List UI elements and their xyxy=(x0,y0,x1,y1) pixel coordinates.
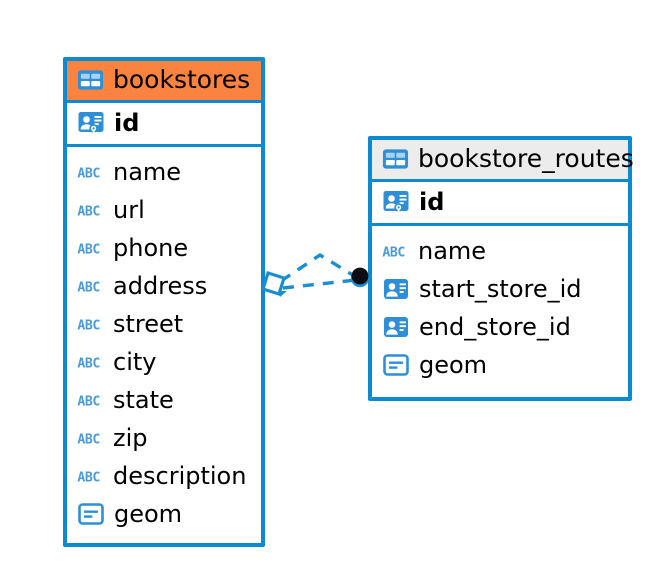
field-row-bookstores-zip[interactable]: ABC zip xyxy=(67,419,261,457)
geometry-icon xyxy=(383,354,409,377)
abc-text-icon: ABC xyxy=(77,205,100,220)
field-row-bookstores-street[interactable]: ABC street xyxy=(67,305,261,343)
entity-header-bookstore-routes[interactable]: bookstore_routes xyxy=(372,140,634,180)
field-row-bookstores-name[interactable]: ABC name xyxy=(67,153,261,191)
svg-text:ABC: ABC xyxy=(77,357,100,372)
abc-text-icon: ABC xyxy=(77,433,100,448)
svg-text:ABC: ABC xyxy=(77,319,100,334)
filled-circle-marker xyxy=(350,267,370,288)
field-row-bookstores-city[interactable]: ABC city xyxy=(67,343,261,381)
field-label-bookstores-id: id xyxy=(114,109,140,138)
field-row-bookstores-phone[interactable]: ABC phone xyxy=(67,229,261,267)
abc-text-icon: ABC xyxy=(77,243,100,258)
field-row-bookstores-address[interactable]: ABC address xyxy=(67,267,261,305)
field-label-bookstore-routes-id: id xyxy=(419,188,445,217)
abc-text-icon: ABC xyxy=(77,357,100,372)
field-list-bookstore-routes: ABC name start_store_id xyxy=(372,226,628,388)
abc-text-icon: ABC xyxy=(77,281,100,296)
field-row-bookstore-routes-geom[interactable]: geom xyxy=(372,346,628,384)
field-row-bookstores-state[interactable]: ABC state xyxy=(67,381,261,419)
field-row-bookstores-geom[interactable]: geom xyxy=(67,495,261,533)
field-list-bookstores: ABC name ABC url ABC phone ABC xyxy=(67,147,261,537)
relationship-line-upper xyxy=(280,252,357,283)
entity-bookstore-routes[interactable]: bookstore_routes id ABC xyxy=(368,136,634,401)
entity-bookstores[interactable]: bookstores id ABC xyxy=(63,57,265,547)
svg-text:ABC: ABC xyxy=(77,243,100,258)
field-label-bookstores-city: city xyxy=(113,348,157,377)
table-icon xyxy=(77,70,104,90)
field-label-bookstores-phone: phone xyxy=(113,234,189,263)
field-label-bookstores-geom: geom xyxy=(114,500,183,529)
field-label-bookstores-url: url xyxy=(113,196,145,225)
svg-text:ABC: ABC xyxy=(77,205,100,220)
table-icon xyxy=(382,149,409,169)
svg-text:ABC: ABC xyxy=(77,395,100,410)
field-label-bookstore-routes-name: name xyxy=(418,237,487,266)
field-row-bookstores-url[interactable]: ABC url xyxy=(67,191,261,229)
svg-text:ABC: ABC xyxy=(77,433,100,448)
field-row-bookstore-routes-name[interactable]: ABC name xyxy=(372,232,628,270)
field-label-bookstore-routes-start-store-id: start_store_id xyxy=(419,275,582,304)
field-row-bookstore-routes-end-store-id[interactable]: end_store_id xyxy=(372,308,628,346)
abc-text-icon: ABC xyxy=(77,167,100,182)
primary-key-icon xyxy=(78,112,104,136)
field-row-bookstore-routes-id[interactable]: id xyxy=(372,179,628,227)
relationship-line-lower xyxy=(282,278,357,290)
field-label-bookstores-name: name xyxy=(113,158,182,187)
field-label-bookstores-state: state xyxy=(113,386,174,415)
abc-text-icon: ABC xyxy=(77,319,100,334)
svg-text:ABC: ABC xyxy=(382,246,405,261)
field-label-bookstore-routes-end-store-id: end_store_id xyxy=(419,313,571,342)
svg-text:ABC: ABC xyxy=(77,471,100,486)
entity-title-bookstores: bookstores xyxy=(113,65,251,94)
svg-text:ABC: ABC xyxy=(77,167,100,182)
field-row-bookstore-routes-start-store-id[interactable]: start_store_id xyxy=(372,270,628,308)
field-label-bookstores-zip: zip xyxy=(113,424,148,453)
field-label-bookstore-routes-geom: geom xyxy=(419,351,488,380)
svg-text:ABC: ABC xyxy=(77,281,100,296)
field-label-bookstores-street: street xyxy=(113,310,184,339)
foreign-key-icon xyxy=(384,279,408,300)
entity-header-bookstores[interactable]: bookstores xyxy=(67,61,261,101)
abc-text-icon: ABC xyxy=(382,246,405,261)
entity-title-bookstore-routes: bookstore_routes xyxy=(418,144,634,173)
field-label-bookstores-description: description xyxy=(113,462,247,491)
field-label-bookstores-address: address xyxy=(113,272,208,301)
diamond-arrow-marker xyxy=(260,270,287,297)
field-row-bookstores-description[interactable]: ABC description xyxy=(67,457,261,495)
field-row-bookstores-id[interactable]: id xyxy=(67,100,261,148)
abc-text-icon: ABC xyxy=(77,471,100,486)
foreign-key-icon xyxy=(384,317,408,338)
primary-key-icon xyxy=(383,191,409,215)
geometry-icon xyxy=(78,503,104,526)
abc-text-icon: ABC xyxy=(77,395,100,410)
